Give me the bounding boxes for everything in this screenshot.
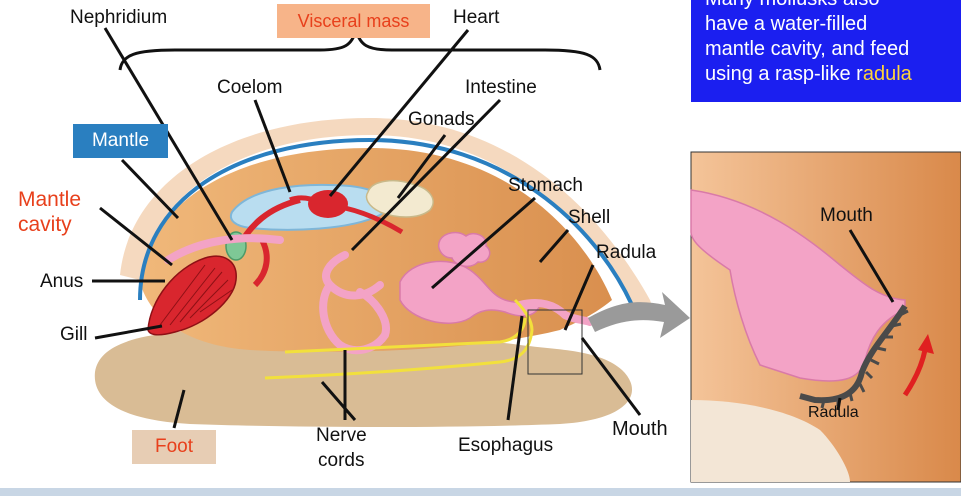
mantle-line — [138, 137, 634, 306]
label-nerve-line1: Nerve — [316, 425, 367, 446]
shell-shape — [120, 118, 652, 313]
label-inset-radula: Radula — [808, 404, 859, 421]
leader-inset-mouth — [848, 229, 895, 303]
label-inset-mouth: Mouth — [820, 205, 873, 226]
gonads-shape — [365, 179, 434, 218]
mantle-box: Mantle — [73, 124, 168, 158]
radula-zoom-box — [527, 309, 583, 375]
info-line-4: using a rasp-like radula — [705, 62, 961, 87]
info-line-4-prefix: using a rasp-like r — [705, 63, 863, 85]
inset-red-arrow — [902, 349, 928, 397]
leader-radula — [563, 264, 595, 331]
label-anus: Anus — [40, 271, 84, 292]
info-line-1: Many mollusks also — [705, 0, 961, 12]
leader-mouth — [580, 337, 642, 416]
leader-gonads — [396, 134, 447, 199]
leader-mantle-cavity — [99, 206, 173, 267]
label-visceral-mass: Visceral mass — [297, 11, 410, 31]
label-esophagus: Esophagus — [458, 435, 554, 456]
leader-esophagus — [506, 315, 524, 421]
leader-nerve-2 — [320, 381, 357, 421]
leader-heart — [328, 29, 470, 197]
label-gonads: Gonads — [408, 109, 475, 130]
leader-mantle — [120, 158, 180, 220]
label-shell: Shell — [568, 207, 611, 228]
label-mantle-cavity-line2: cavity — [18, 213, 72, 236]
label-foot: Foot — [154, 436, 194, 457]
gill-striations — [159, 264, 233, 326]
label-heart: Heart — [453, 7, 500, 28]
foot-shape — [94, 329, 633, 427]
info-line-3: mantle cavity, and feed — [705, 38, 910, 60]
label-mantle-cavity-line1: Mantle — [18, 188, 82, 211]
digestive-gland — [438, 231, 491, 268]
label-nerve-line2: cords — [318, 450, 365, 471]
visceral-mass-box: Visceral mass — [277, 4, 430, 38]
bottom-bar — [0, 488, 961, 496]
leader-coelom — [253, 99, 292, 193]
label-mouth: Mouth — [612, 418, 668, 440]
inset-radula-band — [799, 304, 908, 404]
zoom-arrow — [588, 292, 690, 338]
info-line-4-highlight: adula — [862, 63, 912, 85]
leader-nephridium — [103, 27, 234, 241]
label-radula: Radula — [596, 242, 657, 263]
leader-inset-radula — [836, 397, 842, 411]
label-mantle: Mantle — [91, 130, 150, 151]
info-line-2: have a water-filled — [705, 13, 868, 35]
heart-shape — [308, 190, 348, 218]
inset-lower-tissue — [691, 400, 850, 482]
label-stomach: Stomach — [508, 175, 583, 196]
leader-stomach — [431, 196, 536, 290]
info-box: Many mollusks also have a water-filled m… — [691, 0, 961, 102]
leader-lines — [92, 27, 895, 429]
label-coelom: Coelom — [217, 77, 283, 98]
leader-intestine — [350, 98, 502, 252]
label-intestine: Intestine — [465, 77, 537, 98]
leader-gill — [94, 324, 163, 340]
esophagus-shape — [516, 299, 594, 326]
inset-red-arrowhead — [918, 334, 934, 354]
foot-box: Foot — [132, 430, 216, 464]
leader-shell — [538, 229, 570, 263]
label-gill: Gill — [60, 324, 88, 345]
gill-shape — [147, 255, 237, 336]
label-nephridium: Nephridium — [70, 7, 168, 28]
leader-foot — [172, 389, 186, 429]
